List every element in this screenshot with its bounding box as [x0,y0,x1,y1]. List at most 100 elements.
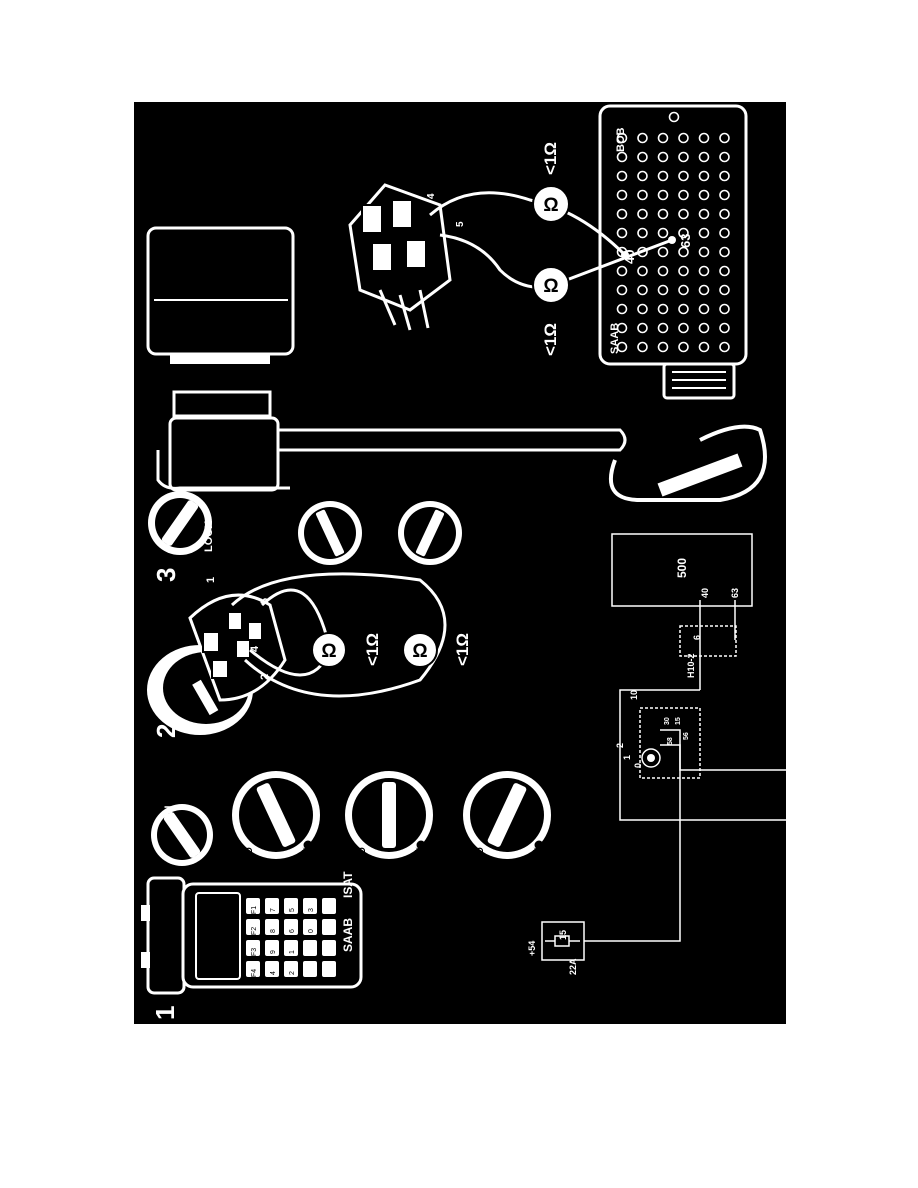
sun-icon: ☼ [530,845,542,855]
breakout-box: SAAB BOB 40 63 [598,104,748,366]
light-switch-knob: ≡D☼ [345,771,433,859]
meter-lead-pin4 [429,191,627,257]
bob-pin [637,189,648,201]
ohm-symbol: Ω [543,276,558,297]
tester-key [246,961,260,977]
tester-cap [146,876,186,995]
bob-pin [698,151,710,163]
bob-pin [698,170,710,182]
bob-pin-63-label: 63 [678,234,693,248]
headlamp-icon: ≡D [357,847,367,859]
bob-pin [678,132,689,144]
fuse-feed-label: +54 [527,941,537,956]
bob-pin [678,208,689,220]
bob-pin [719,227,730,239]
bob-pin [678,227,689,239]
light-switch-knobs-small [298,501,462,565]
ohmmeter-icon [402,632,438,668]
control-module-box [611,533,753,607]
bob-pin [657,208,669,220]
headlamp-icon: ≡D [475,847,485,859]
knob-pointer-icon [487,783,527,847]
bob-pin [698,246,710,258]
bob-brand: SAAB [609,323,621,354]
tester-key [303,919,317,935]
light-switch-symbol [639,707,701,779]
ignition-switch-lock: LOCK [148,491,215,555]
tester-key [246,940,260,956]
light-switch-knob: ≡D ☼ [232,771,320,859]
wiring-schematic [541,533,796,961]
ohm-symbol: Ω [412,641,427,662]
tester-key [246,898,260,914]
bob-housing [598,104,748,366]
tester-key-label: 7 [270,908,277,912]
bob-pin [616,170,628,182]
bob-pin [657,341,669,353]
headlamp-icon: ≡D [244,847,254,859]
tester-key-label: 8 [270,929,277,933]
tester-key [284,919,298,935]
bob-pin [698,303,710,315]
light-switch-assembly: 1 2 4 5 Ω Ω <1Ω <1Ω [147,572,472,735]
ohmmeter-icon [532,185,570,223]
bob-pin [616,303,628,315]
bob-pin [719,151,730,163]
fuse-number-label: 15 [558,930,568,940]
tester-connector-2 [141,905,150,921]
control-module-unit [146,226,295,356]
switch-id-label: 10 [629,690,639,700]
bob-pin [657,265,669,277]
bob-pin [719,246,730,258]
bob-pin [678,284,689,296]
bob-pin [719,208,730,220]
sun-icon: ☼ [299,845,311,855]
switch-pin-4: 4 [249,645,261,652]
bob-pin [637,284,648,296]
module-pin-40: 40 [700,588,710,598]
light-switch-knob-small [398,501,462,565]
knob-pointer-icon [256,783,296,847]
light-switch-knob: ≡D ☼ [463,771,551,859]
bob-pin [719,303,730,315]
tester-key [303,961,317,977]
tester-key [265,919,279,935]
bob-pin [719,189,730,201]
knob-pointer-icon [382,782,396,848]
switch-term-58: 58 [667,737,674,745]
connector-pin-5: 5 [455,221,466,227]
connector-h10-2 [679,625,737,657]
ignition-key-icon [163,812,201,858]
connector-pin-4: 4 [426,193,437,199]
bob-pin [616,341,628,353]
bob-pin [719,341,730,353]
ignition-switch-on: ON [151,804,213,866]
bob-pin [678,170,689,182]
tester-key [322,919,336,935]
switch-connector: 4 5 Ω Ω <1Ω <1Ω [348,142,676,356]
light-switch-knob-small [298,501,362,565]
switch-position-1: 1 [622,755,632,760]
bob-pin [637,208,648,220]
tester-key [303,940,317,956]
switch-term-15: 15 [675,717,682,725]
step-1-number: 1 [150,1006,180,1020]
tester-key [265,898,279,914]
module-pin-63: 63 [730,588,740,598]
bob-pin [698,341,710,353]
switch-term-56: 56 [683,732,690,740]
switch-position-2: 2 [615,743,625,748]
bob-pin [616,227,628,239]
tester-key [284,940,298,956]
bob-pin [616,208,628,220]
resistance-spec-4: <1Ω [541,323,560,356]
ohmmeter-icon [311,632,347,668]
bob-pin [719,170,730,182]
bob-pin [698,189,710,201]
switch-position-0: 0 [633,763,643,768]
tester-key [303,898,317,914]
resistance-spec-3: <1Ω [541,142,560,175]
ignition-lock-label: LOCK [203,521,215,552]
bob-pin [637,341,648,353]
